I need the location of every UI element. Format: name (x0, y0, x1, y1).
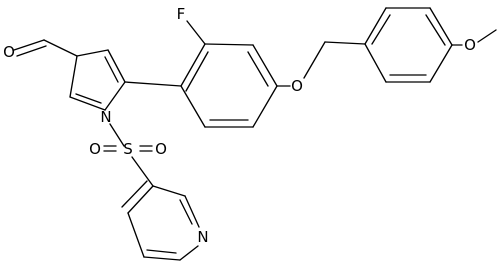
bond (13, 39, 45, 51)
bond (429, 44, 453, 83)
bond (204, 43, 254, 46)
bond (75, 93, 102, 104)
bond (324, 41, 366, 45)
bond (109, 123, 125, 147)
bond (252, 85, 278, 128)
aldehyde-oxygen-label: O (3, 43, 15, 61)
bond (425, 14, 446, 46)
bond (180, 85, 206, 128)
fluorine-label: F (177, 5, 186, 23)
bond (131, 156, 154, 187)
methoxy-label: O (464, 36, 476, 54)
bond (247, 51, 269, 87)
bond (179, 199, 193, 225)
bond (184, 195, 200, 228)
bond (186, 20, 206, 45)
sulfonyl-oxygen-right-label: O (155, 140, 167, 158)
bond (69, 96, 106, 111)
bond (477, 29, 497, 43)
bond (429, 7, 453, 46)
bond (179, 245, 199, 261)
bond (364, 43, 387, 83)
bond (152, 185, 186, 197)
bond (69, 55, 78, 98)
bond (127, 185, 154, 214)
bond (364, 7, 387, 45)
bond (16, 45, 47, 57)
bond (127, 212, 145, 258)
bond (185, 51, 209, 92)
bond (76, 49, 109, 57)
bond (252, 44, 278, 87)
bond (371, 14, 391, 45)
bond (180, 43, 206, 87)
ether-oxygen-label: O (291, 77, 303, 95)
sulfonyl-oxygen-left-label: O (89, 140, 101, 158)
bond (43, 39, 78, 57)
bond (124, 81, 182, 87)
sulfur-label: S (123, 140, 133, 158)
bond (146, 249, 177, 254)
bond (143, 256, 181, 261)
pyridine-nitrogen-label: N (197, 228, 208, 246)
bond (104, 56, 119, 83)
bond (104, 81, 126, 111)
bond (303, 41, 326, 79)
bond (107, 49, 126, 83)
bond (121, 180, 148, 208)
atom-labels: O F O O N S O O N (3, 5, 476, 246)
pyrrole-nitrogen-label: N (100, 108, 111, 126)
bond-lines (13, 7, 497, 261)
